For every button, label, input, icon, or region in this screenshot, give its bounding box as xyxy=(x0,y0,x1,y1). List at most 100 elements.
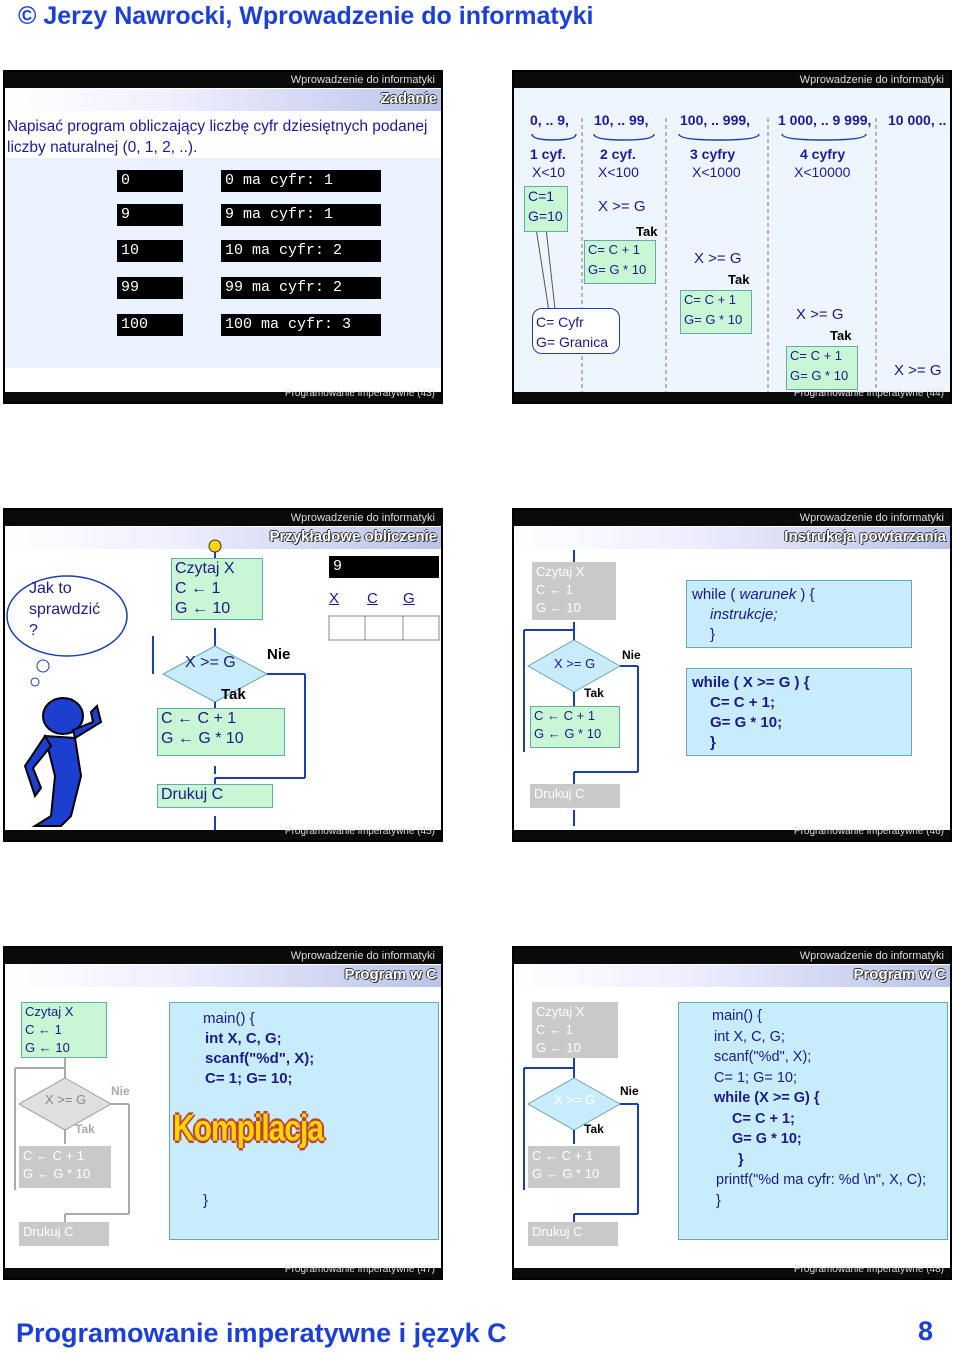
thought-cloud xyxy=(6,575,128,657)
slide-title: Program w C xyxy=(344,966,437,983)
inc-c: C= C + 1 xyxy=(684,292,737,307)
row-text: 100 ma cyfr: 3 xyxy=(221,314,381,336)
digit-count: 4 cyfry xyxy=(800,146,846,162)
loop-body-box xyxy=(786,346,858,390)
range-label: 100, .. 999, xyxy=(680,112,751,128)
range-label: 0, .. 9, xyxy=(530,112,569,128)
print-box xyxy=(528,1222,618,1246)
test-condition: X >= G xyxy=(554,1092,596,1107)
code-line: C= C + 1; xyxy=(732,1110,795,1127)
row-text: 0 ma cyfr: 1 xyxy=(221,170,381,192)
callout-box xyxy=(532,308,620,354)
slide-title: Instrukcja powtarzania xyxy=(784,528,946,545)
code-line: } xyxy=(738,1151,744,1168)
slide-footer: Programowanie imperatywne (44) xyxy=(793,388,944,399)
slide-title: Przykładowe obliczenie xyxy=(269,528,437,545)
range-label: 1 000, .. 9 999, xyxy=(778,112,872,128)
callout-line: G= Granica xyxy=(536,334,608,350)
body-line: C ← C + 1 xyxy=(161,710,237,727)
range-label: 10, .. 99, xyxy=(594,112,649,128)
slide-header: Wprowadzenie do informatyki xyxy=(5,948,441,964)
yes-label: Tak xyxy=(728,272,750,287)
condition: X<10000 xyxy=(794,164,851,180)
slide-header: Wprowadzenie do informatyki xyxy=(514,72,950,88)
no-label: Nie xyxy=(267,646,291,663)
slide-46: Wprowadzenie do informatyki Instrukcja p… xyxy=(512,508,952,842)
slide-47: Wprowadzenie do informatyki Program w C … xyxy=(3,946,443,1280)
read-line: C ← 1 xyxy=(536,582,573,597)
print-label: Drukuj C xyxy=(161,786,224,803)
callout-line: C= Cyfr xyxy=(536,314,584,330)
thought-text: ? xyxy=(29,622,38,639)
code-line: main() { xyxy=(203,1010,255,1027)
read-line: Czytaj X xyxy=(536,1004,585,1019)
page-number: 8 xyxy=(918,1316,934,1346)
yes-label: Tak xyxy=(75,1122,95,1136)
code-line: printf("%d ma cyfr: %d \n", X, C); xyxy=(716,1172,927,1188)
test-condition: X >= G xyxy=(185,654,236,671)
var-name: X xyxy=(329,590,340,607)
inc-c: C= C + 1 xyxy=(790,348,843,363)
range-label: 10 000, .. xyxy=(888,112,947,128)
loop-body-box xyxy=(19,1146,111,1188)
read-box xyxy=(532,1002,618,1058)
code-line: scanf("%d", X); xyxy=(205,1050,315,1067)
syntax-panel xyxy=(686,580,912,648)
row-number: 0 xyxy=(117,170,183,192)
body-line: G ← G * 10 xyxy=(532,1166,600,1181)
no-label: Nie xyxy=(622,648,641,662)
condition: X<1000 xyxy=(692,164,741,180)
thinking-figure-icon xyxy=(23,697,103,827)
slide-footer: Programowanie imperatywne (47) xyxy=(284,1264,435,1275)
loop-body-box xyxy=(528,1146,620,1188)
kw-condition: warunek xyxy=(739,586,797,603)
thought-text: sprawdzić xyxy=(29,601,101,618)
example-line: } xyxy=(710,734,716,751)
code-line: } xyxy=(716,1192,721,1209)
compile-stamp: Kompilacja xyxy=(173,1107,324,1149)
no-label: Nie xyxy=(620,1084,639,1098)
slide-title: Program w C xyxy=(853,966,946,983)
row-number: 100 xyxy=(117,314,183,336)
page-footer-title: Programowanie imperatywne i język C xyxy=(16,1318,507,1348)
body-line: G ← G * 10 xyxy=(161,730,244,747)
syntax-line: while ( warunek ) { xyxy=(692,586,815,603)
syntax-body: instrukcje; xyxy=(710,606,778,623)
var-name: C xyxy=(367,590,378,607)
no-label: Nie xyxy=(111,1084,130,1098)
slide-48: Wprowadzenie do informatyki Program w C … xyxy=(512,946,952,1280)
input-value: 9 xyxy=(329,556,439,578)
slide-footer: Programowanie imperatywne (45) xyxy=(284,826,435,837)
condition: X<10 xyxy=(532,164,566,180)
slide-44: Wprowadzenie do informatyki Programowani… xyxy=(512,70,952,404)
test-condition: X >= G xyxy=(554,656,596,671)
example-line: G= G * 10; xyxy=(710,714,783,731)
print-label: Drukuj C xyxy=(534,786,585,801)
code-line: C= 1; G= 10; xyxy=(714,1069,798,1086)
row-text: 9 ma cyfr: 1 xyxy=(221,204,381,226)
inc-c: C= C + 1 xyxy=(588,242,641,257)
slide-title: Zadanie xyxy=(380,90,437,107)
print-label: Drukuj C xyxy=(532,1224,583,1239)
read-box xyxy=(532,562,616,620)
body-line: G ← G * 10 xyxy=(534,726,602,741)
digit-count: 1 cyf. xyxy=(530,146,566,162)
kw-while: while ( xyxy=(692,586,740,603)
inc-g: G= G * 10 xyxy=(790,368,849,383)
read-line: G ← 10 xyxy=(536,600,581,615)
yes-label: Tak xyxy=(636,224,658,239)
test-condition: X >= G xyxy=(45,1092,87,1107)
code-line: int X, C, G; xyxy=(205,1030,282,1047)
row-text: 10 ma cyfr: 2 xyxy=(221,240,381,262)
print-box xyxy=(19,1222,109,1246)
init-g: G=10 xyxy=(528,208,563,224)
kw-brace: ) { xyxy=(796,586,815,603)
code-panel xyxy=(169,1002,439,1240)
test-condition: X >= G xyxy=(598,198,646,215)
read-line: G ← 10 xyxy=(536,1040,581,1055)
slide-footer: Programowanie imperatywne (43) xyxy=(284,388,435,399)
example-line: while ( X >= G ) { xyxy=(692,674,810,691)
slide-45: Wprowadzenie do informatyki Przykładowe … xyxy=(3,508,443,842)
loop-body-box xyxy=(680,290,752,334)
read-box xyxy=(21,1002,107,1058)
